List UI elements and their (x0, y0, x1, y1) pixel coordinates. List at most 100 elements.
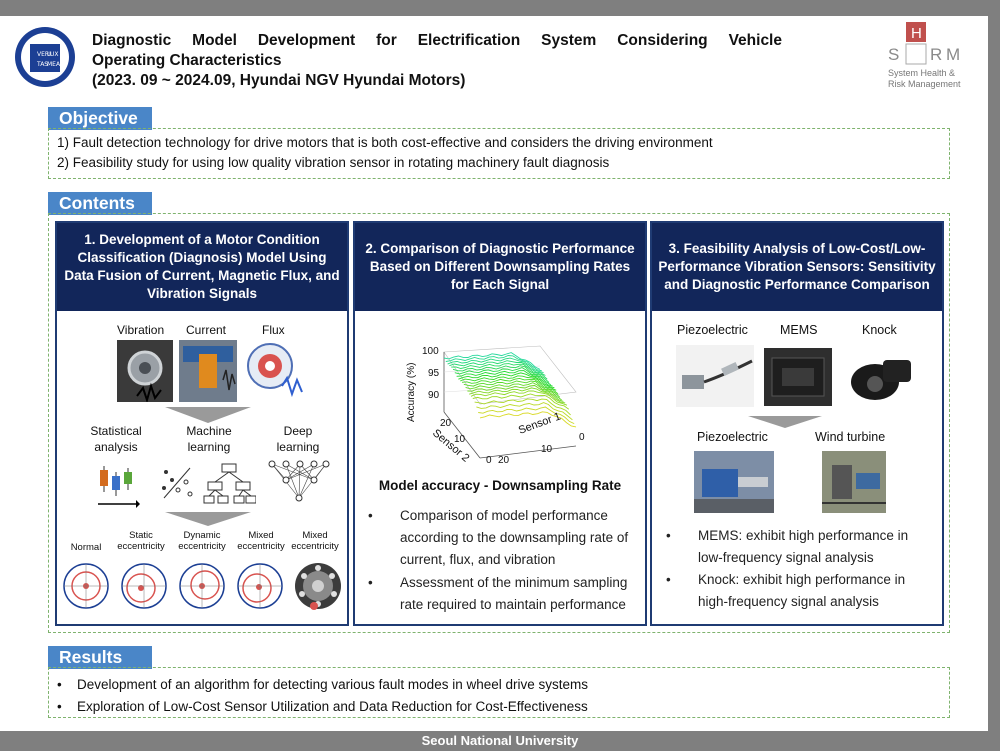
signal-label-vibration: Vibration (117, 323, 165, 337)
xtick-20: 20 (498, 455, 510, 466)
col3-bullet-1: • MEMS: exhibit high performance in low-… (666, 528, 909, 565)
surface-line (451, 363, 548, 380)
wind-turbine-test-bench-photo-icon (822, 451, 886, 513)
condition-label-dynamic: Dynamic eccentricity (178, 530, 226, 552)
svg-text:S: S (888, 45, 899, 64)
contents-label: Contents (48, 192, 152, 215)
motor-condition-diagrams-icon (63, 563, 341, 610)
svg-text:R: R (930, 45, 942, 64)
surface-line (479, 411, 577, 428)
current-sensor-photo-icon (179, 340, 237, 402)
logo-text-4: MEA (47, 61, 61, 68)
title-line-1: Diagnostic Model Development for Electri… (92, 32, 782, 49)
shrm-logo: H S R M System Health & Risk Management (884, 22, 974, 94)
logo-text-2: LUX (47, 51, 59, 58)
svg-text:M: M (946, 45, 960, 64)
ytick-0: 0 (486, 455, 492, 466)
setup-label-wind-turbine: Wind turbine (815, 430, 886, 444)
surface-line (458, 372, 555, 389)
signal-label-flux: Flux (262, 323, 285, 337)
logo-text-3: TAS (36, 61, 48, 68)
svg-text:H: H (911, 25, 922, 42)
column-2-heading: 2. Comparison of Diagnostic Performance … (355, 223, 645, 311)
results-box (48, 667, 950, 718)
title-line-2: Operating Characteristics (92, 52, 282, 69)
surface-line (460, 375, 557, 391)
x-axis-label: Sensor 1 (517, 410, 562, 436)
surface-line (469, 387, 566, 404)
results-list: •Development of an algorithm for detecti… (57, 674, 588, 718)
sensor-label-piezoelectric: Piezoelectric (677, 323, 748, 337)
condition-label-static: Static eccentricity (117, 530, 165, 552)
objective-item-2: 2) Feasibility study for using low quali… (57, 155, 610, 170)
surface-line (452, 365, 550, 383)
method-label-statistical: Statistical analysis (90, 424, 142, 454)
objective-item-1: 1) Fault detection technology for drive … (57, 135, 713, 150)
top-frame-bar (0, 0, 1000, 16)
objective-box (48, 128, 950, 179)
xtick-10: 10 (541, 444, 553, 455)
piezo-test-bench-photo-icon (694, 451, 774, 513)
page-title: Diagnostic Model Development for Electri… (92, 31, 782, 91)
ytick-20: 20 (440, 418, 452, 429)
surface-line (470, 390, 568, 406)
candlestick-chart-icon (98, 466, 140, 508)
knock-sensor-photo-icon (851, 360, 911, 400)
ztick-90: 90 (428, 390, 440, 401)
condition-label-mixed-2: Mixed eccentricity (291, 530, 339, 552)
surface-line (472, 393, 570, 410)
z-axis-label: Accuracy (%) (406, 363, 417, 422)
plot-caption: Model accuracy - Downsampling Rate (378, 478, 622, 493)
xtick-0: 0 (579, 432, 585, 443)
right-frame-bar (988, 0, 1000, 751)
neural-network-icon (268, 460, 330, 502)
col3-bullet-2: • Knock: exhibit high performance in hig… (666, 572, 906, 609)
surface-line (456, 370, 553, 387)
objective-label: Objective (48, 107, 152, 130)
column-1-heading: 1. Development of a Motor Condition Clas… (57, 223, 347, 311)
method-label-deep: Deep learning (276, 424, 320, 454)
content-column-1: 1. Development of a Motor Condition Clas… (55, 221, 349, 626)
surface-mesh (443, 352, 577, 428)
objective-list: 1) Fault detection technology for drive … (57, 133, 713, 173)
ztick-95: 95 (428, 368, 440, 379)
surface-line (465, 382, 562, 401)
vibration-sensor-photo-icon (117, 340, 173, 402)
sensor-label-mems: MEMS (780, 323, 818, 337)
shrm-logo-mark-icon: H S R M (888, 22, 960, 65)
condition-label-mixed-1: Mixed eccentricity (237, 530, 285, 552)
col2-bullet-2: • Assessment of the minimum sampling rat… (368, 575, 628, 612)
surface-line (445, 355, 542, 372)
title-line-3: (2023. 09 ~ 2024.09, Hyundai NGV Hyundai… (92, 72, 466, 89)
ytick-10: 10 (454, 434, 466, 445)
surface-line (461, 377, 559, 395)
condition-label-normal: Normal (70, 542, 102, 553)
results-item-2: •Exploration of Low-Cost Sensor Utilizat… (57, 699, 588, 714)
logo-text-1: VERI (37, 51, 51, 58)
content-column-2: 2. Comparison of Diagnostic Performance … (353, 221, 647, 626)
results-label: Results (48, 646, 152, 669)
surface-line (443, 352, 541, 370)
snu-logo-icon: VERI LUX TAS MEA (15, 27, 75, 87)
down-arrow-2-icon (165, 512, 251, 526)
content-column-3: 3. Feasibility Analysis of Low-Cost/Low-… (650, 221, 944, 626)
surface-line (474, 398, 571, 416)
surface-line (449, 360, 546, 376)
flux-sensor-photo-icon (247, 343, 303, 398)
signal-label-current: Current (186, 323, 227, 337)
setup-label-piezoelectric: Piezoelectric (697, 430, 768, 444)
surface-line (476, 402, 573, 421)
surface-line (463, 380, 561, 398)
surface-line (478, 406, 575, 425)
accuracy-surface-plot: 100 95 90 Accuracy (%) Sensor 1 0 10 20 … (406, 345, 585, 466)
sensor-label-knock: Knock (862, 323, 897, 337)
contents-box (48, 213, 950, 633)
col2-bullet-1: • Comparison of model performance accord… (368, 508, 629, 567)
mems-sensor-photo-icon (764, 348, 832, 406)
down-arrow-3-icon (748, 416, 822, 428)
ztick-100: 100 (422, 346, 439, 357)
machine-learning-diagram-icon (162, 463, 256, 504)
shrm-logo-subtitle: System Health & Risk Management (888, 68, 961, 89)
footer: Seoul National University (0, 731, 1000, 751)
y-axis-label: Sensor 2 (430, 427, 471, 464)
